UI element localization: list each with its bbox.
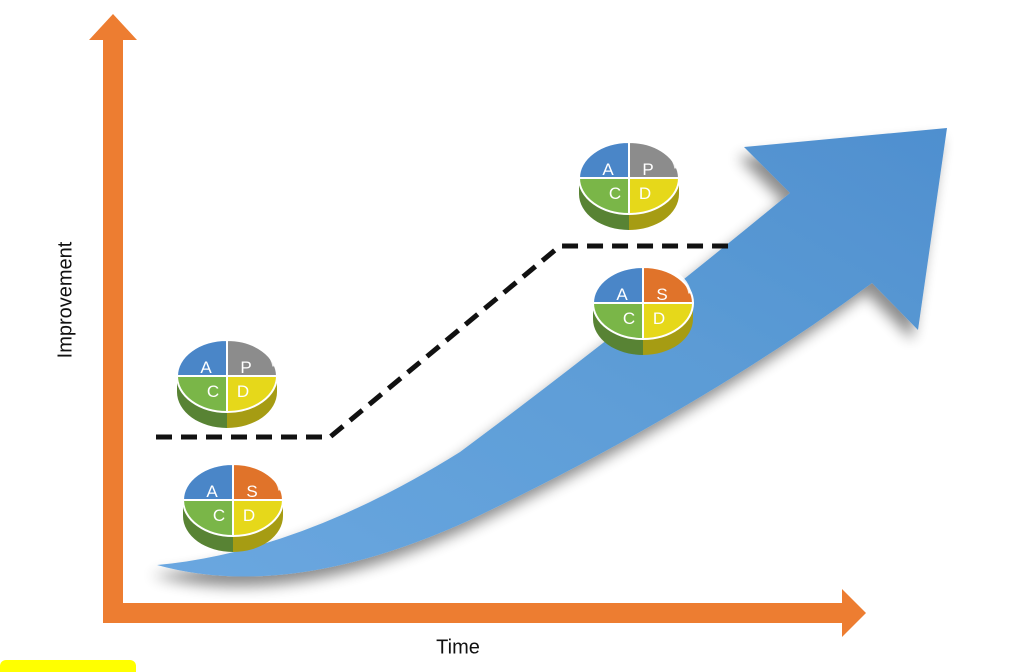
wheel-segment-do (642, 302, 695, 341)
wheel-side-check (593, 303, 643, 355)
wheel-segment-do (628, 177, 681, 216)
wheel-letter-check: C (207, 382, 219, 401)
wheel-side-do (227, 376, 277, 428)
wheel-letter-act: A (200, 358, 212, 377)
x-axis-label: Time (436, 636, 480, 659)
wheel-side-check (183, 500, 233, 552)
wheel-cycle-arrow (606, 136, 678, 169)
wheel-segment-check (175, 375, 228, 414)
wheel-segment-do (226, 375, 279, 414)
wheel-letter-check: C (609, 184, 621, 203)
wheel-segment-check (577, 177, 630, 216)
wheel-segment-act (181, 462, 234, 501)
wheel-segment-check (181, 499, 234, 538)
wheel-segment-second (232, 462, 285, 501)
wheel-letter-check: C (623, 309, 635, 328)
wheel-cycle-arrow (620, 261, 692, 294)
x-axis-arrowhead (842, 589, 866, 637)
wheel-side-do (643, 303, 693, 355)
wheel-segment-second (642, 265, 695, 304)
wheel-letter-act: A (616, 285, 628, 304)
wheel-segment-act (577, 140, 630, 179)
wheel-letter-second: P (642, 160, 653, 179)
wheel-letter-do: D (237, 382, 249, 401)
wheel-segment-check (591, 302, 644, 341)
wheel-segment-act (175, 338, 228, 377)
wheel-letter-check: C (213, 506, 225, 525)
wheel-segment-second (628, 140, 681, 179)
wheel-letter-do: D (243, 506, 255, 525)
wheel-side-do (629, 178, 679, 230)
trend-arrow (157, 128, 947, 577)
improvement-step-line (156, 243, 737, 440)
wheel-segment-do (232, 499, 285, 538)
y-axis (89, 14, 137, 613)
wheel-letter-act: A (206, 482, 218, 501)
wheel-letter-do: D (639, 184, 651, 203)
wheel-segment-second (226, 338, 279, 377)
wheel-letter-act: A (602, 160, 614, 179)
y-axis-label: Improvement (54, 241, 77, 359)
wheel-side-check (177, 376, 227, 428)
wheel-segment-act (591, 265, 644, 304)
wheel-letter-second: P (240, 358, 251, 377)
wheel-cycle-arrow (210, 458, 282, 491)
wheel-letter-do: D (653, 309, 665, 328)
wheel-letter-second: S (246, 482, 257, 501)
wheel-cycle-arrow (204, 334, 276, 367)
x-axis (103, 589, 866, 637)
wheel-side-do (233, 500, 283, 552)
highlight-mark (0, 660, 136, 672)
wheel-letter-second: S (656, 285, 667, 304)
wheel-side-check (579, 178, 629, 230)
y-axis-arrowhead (89, 14, 137, 40)
